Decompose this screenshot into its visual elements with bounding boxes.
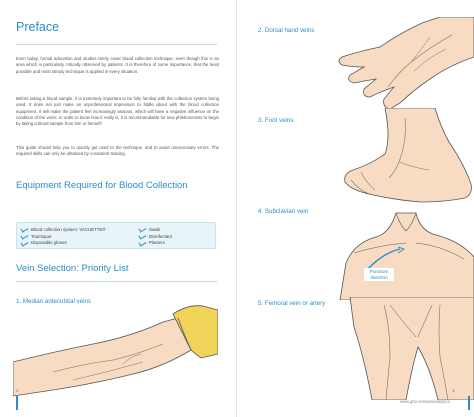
figure-1-label: 1. Median antecubital veins — [16, 298, 91, 305]
equipment-item: Blood collection system: VACUETTE® — [21, 226, 106, 233]
equipment-item: Disinfectant — [139, 233, 172, 240]
check-icon — [21, 241, 28, 245]
equipment-item-label: Plasters — [149, 240, 165, 246]
preface-paragraph-2: Before taking a blood sample, it is extr… — [16, 96, 219, 127]
equipment-column-2: Swab Disinfectant Plasters — [139, 226, 172, 246]
equipment-item: Swab — [139, 226, 172, 233]
equipment-item-label: Disposable gloves — [31, 240, 67, 246]
femoral-illustration — [349, 297, 474, 400]
dorsal-hand-illustration — [338, 17, 474, 110]
equipment-column-1: Blood collection system: VACUETTE® Tourn… — [21, 226, 106, 246]
check-icon — [21, 234, 28, 238]
preface-paragraph-1: Even today, formal education and studies… — [16, 56, 219, 74]
equipment-title: Equipment Required for Blood Collection — [16, 180, 188, 191]
vein-selection-title: Vein Selection: Priority List — [16, 263, 129, 274]
check-icon — [139, 227, 146, 231]
vein-selection-divider — [16, 281, 217, 282]
preface-paragraph-3: This guide should help you to quickly ge… — [16, 145, 219, 157]
equipment-item-label: Swab — [149, 226, 160, 232]
page-spine — [236, 0, 237, 417]
footer-url[interactable]: www.gbo.com/preanalytics — [400, 399, 450, 404]
check-icon — [21, 227, 28, 231]
equipment-item: Plasters — [139, 239, 172, 246]
check-icon — [139, 234, 146, 238]
equipment-item-label: Disinfectant — [149, 233, 172, 239]
equipment-item-label: Blood collection system: VACUETTE® — [31, 226, 106, 232]
page-number-right: 3 — [452, 389, 455, 394]
foot-illustration — [344, 108, 472, 203]
figure-2-label: 2. Dorsal hand veins — [258, 27, 315, 34]
equipment-item-label: Tourniquet — [31, 233, 52, 239]
check-icon — [139, 241, 146, 245]
footer-bar-right — [468, 396, 470, 410]
figure-4-label: 4. Subclavian vein — [258, 208, 309, 215]
footer-bar-left — [16, 396, 18, 410]
preface-title: Preface — [16, 20, 60, 34]
subclavian-illustration — [339, 212, 474, 300]
page-number-left: 2 — [16, 389, 19, 394]
equipment-item: Tourniquet — [21, 233, 106, 240]
figure-3-label: 3. Foot veins — [258, 117, 294, 124]
equipment-item: Disposable gloves — [21, 239, 106, 246]
equipment-list-box: Blood collection system: VACUETTE® Tourn… — [16, 222, 216, 249]
puncture-direction-label: Puncture direction — [364, 268, 394, 282]
figure-5-label: 5. Femoral vein or artery — [258, 300, 326, 307]
antecubital-arm-illustration — [13, 305, 218, 397]
preface-divider — [16, 44, 217, 45]
